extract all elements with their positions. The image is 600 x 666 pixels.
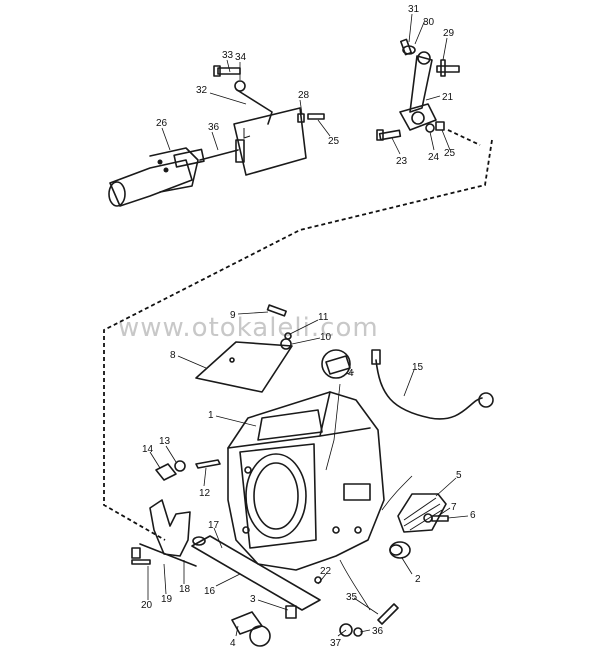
callout-14: 14 xyxy=(142,444,154,455)
lower-fitting xyxy=(231,605,297,647)
callout-22: 22 xyxy=(320,566,332,577)
slave-cylinder-assembly xyxy=(108,65,325,207)
callout-16: 16 xyxy=(204,586,216,597)
bellhousing xyxy=(227,391,385,571)
clutch-hose xyxy=(371,349,494,420)
release-fork xyxy=(131,499,197,567)
callout-31: 31 xyxy=(408,4,420,15)
callout-18: 18 xyxy=(179,584,191,595)
callout-25-mid: 25 xyxy=(328,136,340,147)
stud-nut-washer xyxy=(155,459,221,481)
rubber-boot xyxy=(397,493,449,533)
callout-3: 3 xyxy=(250,594,256,605)
callout-labels: 31 30 29 21 23 24 25 33 34 32 28 25 26 3… xyxy=(141,4,476,649)
callout-30: 30 xyxy=(423,17,435,28)
callout-6: 6 xyxy=(470,510,476,521)
callout-29: 29 xyxy=(443,28,455,39)
clutch-lever-assembly xyxy=(376,38,460,141)
callout-32: 32 xyxy=(196,85,208,96)
callout-37: 37 xyxy=(330,638,342,649)
callout-33: 33 xyxy=(222,50,234,61)
callout-4-upper: 4 xyxy=(348,368,354,379)
callout-36-top: 36 xyxy=(208,122,220,133)
callout-11: 11 xyxy=(318,312,329,323)
callout-2: 2 xyxy=(415,574,421,585)
callout-36-lower: 36 xyxy=(372,626,384,637)
callout-5: 5 xyxy=(456,470,462,481)
assembly-guide-line xyxy=(103,139,493,541)
callout-25-top: 25 xyxy=(444,148,456,159)
callout-1: 1 xyxy=(208,410,214,421)
callout-20: 20 xyxy=(141,600,153,611)
callout-28: 28 xyxy=(298,90,310,101)
inspection-cover xyxy=(195,304,293,393)
callout-19: 19 xyxy=(161,594,173,605)
callout-26: 26 xyxy=(156,118,168,129)
callout-9: 9 xyxy=(230,310,236,321)
callout-13: 13 xyxy=(159,436,171,447)
callout-34: 34 xyxy=(235,52,247,63)
callout-23: 23 xyxy=(396,156,408,167)
callout-21: 21 xyxy=(442,92,454,103)
callout-8: 8 xyxy=(170,350,176,361)
callout-17: 17 xyxy=(208,520,220,531)
leader-lines xyxy=(147,13,469,637)
callout-12: 12 xyxy=(199,488,211,499)
callout-24: 24 xyxy=(428,152,440,163)
callout-15: 15 xyxy=(412,362,424,373)
watermark: www.otokaleli.com xyxy=(118,313,379,343)
callout-35: 35 xyxy=(346,592,358,603)
assembly-guide-line-top xyxy=(447,129,481,146)
callout-7: 7 xyxy=(451,502,457,513)
callout-4-lower: 4 xyxy=(230,638,236,649)
breather-fitting xyxy=(321,349,351,379)
bearing-sleeve xyxy=(389,541,411,559)
callout-10: 10 xyxy=(320,332,332,343)
